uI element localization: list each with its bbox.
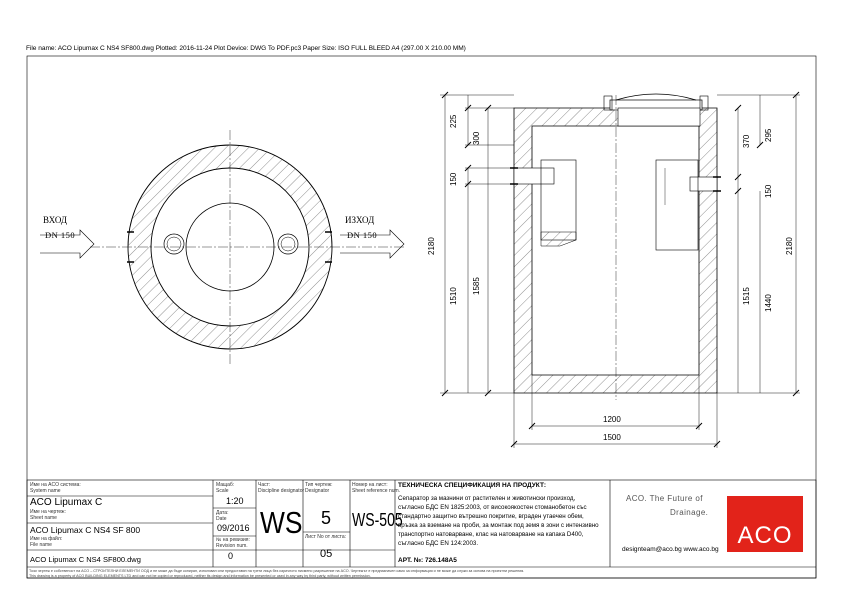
section-outlet-pipe [689, 176, 718, 192]
brand-contact: designteam@aco.bg www.aco.bg [622, 546, 719, 553]
dim-1440: 1440 [764, 294, 773, 312]
dim-1200: 1200 [603, 415, 621, 424]
dim-300: 300 [472, 131, 481, 145]
type-label: Тип чертеж: [305, 482, 333, 488]
title-block-grid [26, 479, 817, 579]
sheet-name: ACO Lipumax C NS4 SF 800 [30, 525, 141, 535]
section-inlet-pipe [513, 167, 555, 185]
plan-inlet-pipe [163, 233, 185, 255]
ref-value: WS-505 [352, 510, 403, 530]
date-label: Дата: [216, 510, 229, 516]
dim-1500: 1500 [603, 433, 621, 442]
file-info-header: File name: ACO Lipumax C NS4 SF800.dwg P… [26, 45, 466, 52]
spec-line: транспортно натоварване, клас на натовар… [398, 531, 584, 538]
brand-tagline-2: Drainage. [670, 508, 709, 517]
discipline-label: Част: [258, 482, 271, 488]
article-number: АРТ. №: 726.148А5 [398, 557, 457, 564]
aco-logo-text: ACO [737, 522, 793, 549]
section-dimensions [440, 94, 800, 448]
type-value: 5 [321, 508, 332, 528]
scale-value: 1:20 [226, 496, 244, 506]
dim-2180-right: 2180 [785, 237, 794, 255]
dim-295: 295 [764, 128, 773, 142]
dimension-ticks [441, 91, 800, 448]
plan-view [40, 130, 405, 365]
ref-label-en: Sheet reference num. [352, 488, 401, 494]
revision-label-en: Revision num. [216, 543, 248, 549]
aco-logo: ACO [727, 496, 803, 552]
ref-label: Номер на лист: [352, 482, 388, 488]
spec-text: Сепаратор за мазнини от растителен и жив… [398, 494, 599, 548]
file-label: Име на файл: [30, 536, 63, 542]
spec-line: Сепаратор за мазнини от растителен и жив… [398, 495, 576, 502]
dim-225: 225 [449, 114, 458, 128]
type-label-en: Designator [305, 488, 330, 494]
disclaimer-en: This drawing is a property of ACO BUILDI… [29, 574, 371, 578]
date-label-en: Date [216, 516, 227, 522]
discipline-value: WS [260, 505, 303, 540]
spec-title: ТЕХНИЧЕСКА СПЕЦИФИКАЦИЯ НА ПРОДУКТ: [398, 482, 546, 489]
dim-150-left: 150 [449, 172, 458, 186]
spec-line: съгласно БДС EN 124:2003. [398, 540, 479, 547]
spec-line: стандартно защитно вътрешно покритие, вг… [398, 513, 584, 520]
disclaimer-bg: Този чертеж е собственост на ACO – СТРОИ… [29, 569, 525, 573]
dim-1585: 1585 [472, 277, 481, 295]
section-view [510, 93, 721, 400]
system-name-label: Име на ACO система: [30, 482, 81, 488]
date-value: 09/2016 [217, 523, 250, 533]
brand-tagline-1: ACO. The Future of [626, 494, 703, 503]
sheet-no-label: Лист No от листа: [305, 534, 346, 540]
file-name: ACO Lipumax C NS4 SF800.dwg [30, 555, 141, 564]
sheet-no-value: 05 [320, 548, 333, 560]
dim-370: 370 [742, 134, 751, 148]
sheet-name-label-en: Sheet name [30, 515, 57, 521]
discipline-label-en: Discipline designator [258, 488, 305, 494]
plan-outlet-pipe [277, 233, 299, 255]
system-name: ACO Lipumax C [30, 497, 103, 508]
file-label-en: File name [30, 542, 52, 548]
inlet-dn: DN 150 [45, 230, 76, 240]
outlet-dn: DN 150 [347, 230, 378, 240]
revision-value: 0 [228, 551, 234, 561]
dim-1515: 1515 [742, 287, 751, 305]
outlet-label: ИЗХОД [345, 215, 375, 225]
spec-line: връзка за вземане на проби, за монтаж по… [398, 522, 599, 529]
revision-label: № на ревизия: [216, 537, 250, 543]
outlet-tee [655, 159, 699, 251]
scale-label: Мащаб: [216, 482, 235, 488]
sheet-name-label: Име на чертеж: [30, 509, 66, 515]
spec-line: съгласно БДС EN 1825:2003, от високоякос… [398, 504, 587, 511]
section-wall-hatch [513, 107, 718, 394]
dim-1510: 1510 [449, 287, 458, 305]
dim-2180-left: 2180 [427, 237, 436, 255]
inlet-arrow-icon [40, 229, 95, 259]
dim-150-right: 150 [764, 184, 773, 198]
system-name-label-en: System name [30, 488, 61, 494]
outlet-arrow-icon [340, 229, 405, 259]
inlet-label: ВХОД [43, 215, 68, 225]
scale-label-en: Scale [216, 488, 229, 494]
